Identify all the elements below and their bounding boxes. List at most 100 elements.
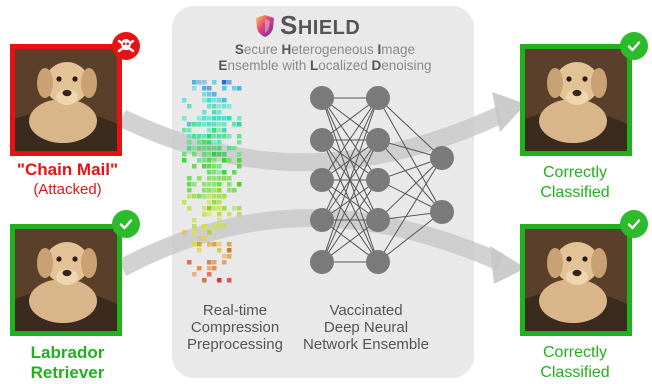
compression-pixel (212, 182, 217, 187)
compression-pixel (237, 140, 242, 145)
compression-pixel (207, 152, 212, 157)
compression-pixel (182, 158, 187, 163)
compression-pixel (207, 194, 212, 199)
compression-pixel (202, 278, 207, 283)
compression-pixel (202, 140, 207, 145)
compression-pixel (197, 122, 202, 127)
compression-pixel (202, 194, 207, 199)
compression-pixel (182, 128, 187, 133)
compression-pixel (217, 98, 222, 103)
compression-pixel (207, 98, 212, 103)
compression-pixel (222, 176, 227, 181)
compression-pixel (192, 164, 197, 169)
compression-pixel (217, 278, 222, 283)
compression-pixel (192, 86, 197, 91)
shield-title: SHIELD (280, 10, 361, 40)
attacked-sublabel: (Attacked) (33, 181, 102, 198)
compression-pixel (232, 206, 237, 211)
network-edge (321, 139, 379, 263)
compression-pixel (212, 158, 217, 163)
compression-pixel (207, 104, 212, 109)
compression-pixel (197, 146, 202, 151)
compression-pixel (202, 152, 207, 157)
compression-pixel (192, 194, 197, 199)
compression-pixel (222, 194, 227, 199)
network-node (430, 200, 454, 224)
compression-pixel (222, 86, 227, 91)
compression-pixel (227, 158, 232, 163)
network-caption: Vaccinated Deep Neural Network Ensemble (296, 302, 436, 353)
shield-logo-icon (255, 14, 275, 43)
compression-pixel (202, 164, 207, 169)
compression-pixel (217, 182, 222, 187)
compression-pixel (237, 134, 242, 139)
network-node (366, 128, 390, 152)
compression-pixel (227, 212, 232, 217)
compression-pixel (222, 122, 227, 127)
compression-pixel (197, 176, 202, 181)
compression-pixel (212, 116, 217, 121)
compression-pixel (197, 266, 202, 271)
compression-pixel (207, 200, 212, 205)
compression-caption-line-2: Compression (190, 319, 280, 336)
compression-pixel (197, 194, 202, 199)
compression-pixel (212, 92, 217, 97)
compression-pixel (222, 170, 227, 175)
network-edge (377, 97, 443, 213)
network-node (310, 208, 334, 232)
compression-pixel (212, 170, 217, 175)
compression-pixel (212, 260, 217, 265)
compression-pixel (222, 128, 227, 133)
compression-pixel (207, 116, 212, 121)
arrowhead-bottom (490, 246, 526, 284)
compression-pixel (207, 92, 212, 97)
skull-crossbones-icon (112, 32, 140, 60)
compression-pixel (212, 176, 217, 181)
compression-pixel (202, 80, 207, 85)
output-bottom-line-2: Classified (540, 364, 610, 381)
network-edge (377, 97, 443, 159)
compression-pixel-column (182, 80, 242, 283)
compression-pixel (197, 236, 202, 241)
compression-pixel (217, 128, 222, 133)
clean-label-line-1: Labrador (30, 343, 105, 362)
compression-pixel (227, 254, 232, 259)
flow-arrow-top (118, 106, 504, 172)
compression-pixel (212, 122, 217, 127)
compression-pixel (237, 182, 242, 187)
network-edge (377, 211, 443, 263)
compression-pixel (222, 152, 227, 157)
compression-pixel (237, 164, 242, 169)
compression-pixel (202, 92, 207, 97)
subtitle-line-1: Secure Heterogeneous Image (234, 42, 416, 57)
compression-pixel (217, 248, 222, 253)
compression-pixel (217, 200, 222, 205)
clean-input-image (10, 224, 122, 336)
compression-pixel (217, 134, 222, 139)
compression-pixel (227, 182, 232, 187)
compression-pixel (232, 170, 237, 175)
network-node (366, 208, 390, 232)
network-edge (321, 97, 379, 221)
compression-pixel (222, 224, 227, 229)
output-label-bottom: Correctly Classified (510, 343, 640, 383)
output-top-line-2: Classified (540, 184, 610, 201)
compression-pixel (212, 266, 217, 271)
compression-pixel (217, 206, 222, 211)
compression-pixel (192, 230, 197, 235)
compression-pixel (207, 266, 212, 271)
compression-pixel (182, 98, 187, 103)
network-node (310, 128, 334, 152)
compression-pixel (227, 188, 232, 193)
compression-caption: Real-time Compression Preprocessing (180, 302, 290, 353)
compression-pixel (237, 86, 242, 91)
compression-pixel (187, 176, 192, 181)
dog-photo-icon (525, 229, 627, 331)
compression-pixel (202, 236, 207, 241)
compression-pixel (202, 110, 207, 115)
compression-pixel (207, 170, 212, 175)
network-node (366, 250, 390, 274)
compression-pixel (202, 116, 207, 121)
network-edge (321, 97, 379, 181)
network-caption-line-1: Vaccinated (329, 302, 403, 319)
